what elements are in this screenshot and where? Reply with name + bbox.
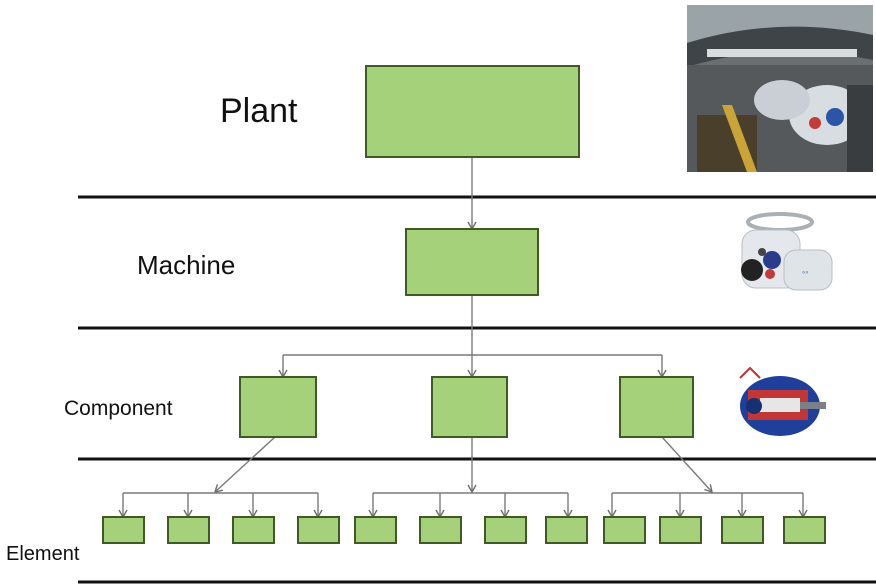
element-box: [419, 516, 462, 544]
element-box: [354, 516, 397, 544]
machine-level-label: Machine: [137, 250, 236, 280]
component-box: [431, 376, 508, 438]
element-box: [783, 516, 826, 544]
connector-component-1-elements: [213, 436, 276, 493]
element-level-label: Element: [6, 543, 80, 565]
element-box: [102, 516, 145, 544]
machine-photo: ◦◦: [722, 208, 844, 306]
connector-component-3-elements: [661, 436, 713, 494]
element-box: [167, 516, 210, 544]
element-box: [232, 516, 275, 544]
element-box: [721, 516, 764, 544]
element-box: [603, 516, 646, 544]
component-box: [619, 376, 694, 438]
element-box: [545, 516, 588, 544]
component-level-label: Component: [64, 397, 173, 420]
element-box: [659, 516, 702, 544]
element-box: [297, 516, 340, 544]
plant-level-label: Plant: [220, 92, 298, 130]
boxes: [102, 65, 826, 544]
connectors: [118, 157, 808, 519]
svg-text:◦◦: ◦◦: [802, 267, 808, 277]
component-photo: [730, 364, 834, 444]
element-box: [484, 516, 527, 544]
plant-box: [365, 65, 580, 158]
plant-photo: [687, 5, 873, 172]
component-box: [239, 376, 317, 438]
machine-box: [405, 228, 539, 296]
